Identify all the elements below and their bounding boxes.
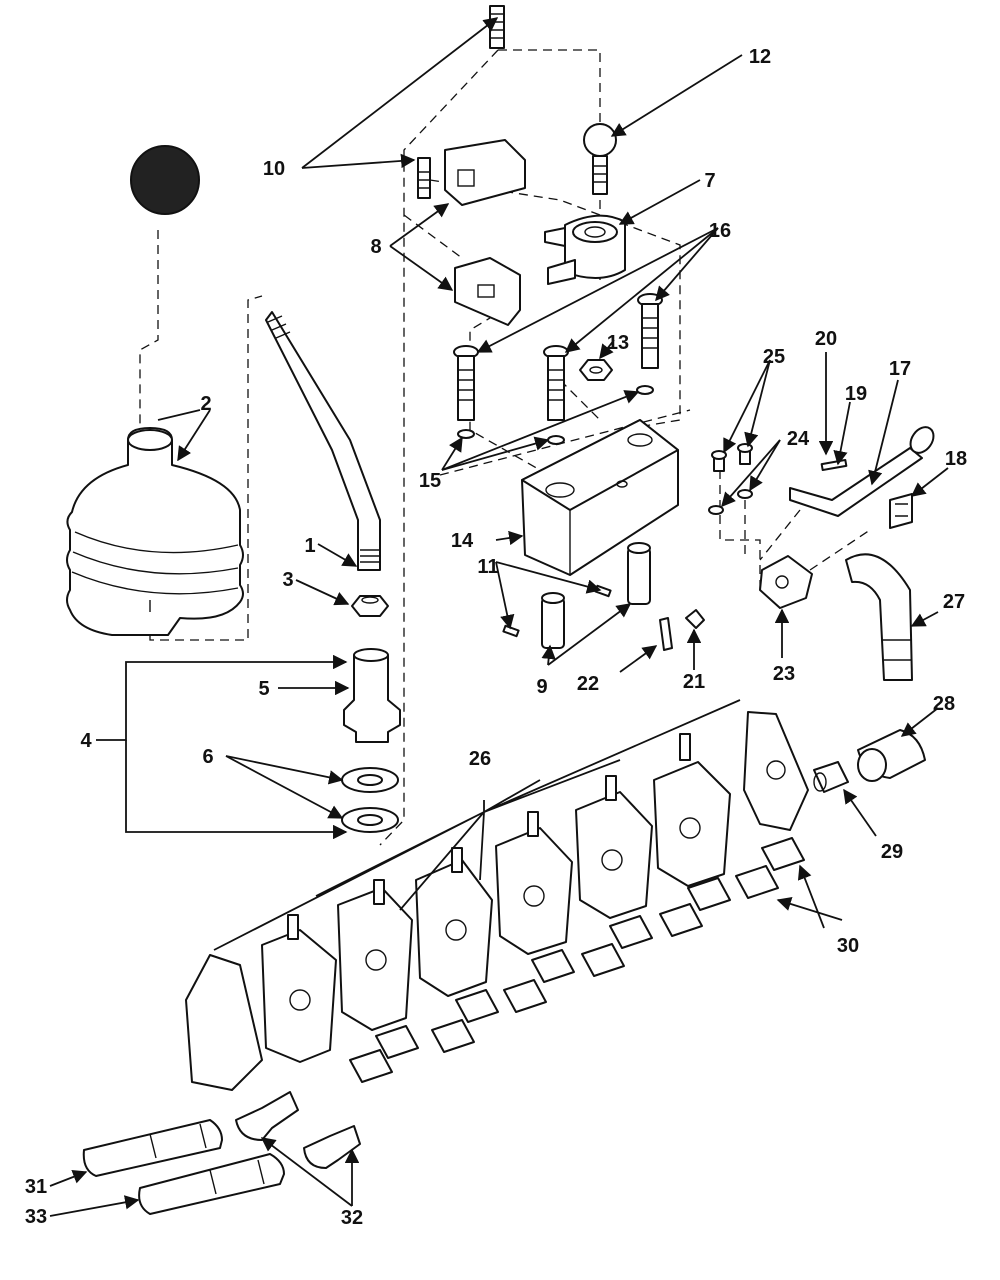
- callout-29: 29: [881, 841, 903, 863]
- callout-27: 27: [943, 591, 965, 613]
- elbows-32-part: [235, 1091, 361, 1169]
- bracket-23-part: [759, 555, 813, 609]
- link-21-part: [685, 609, 705, 629]
- hose-33-part: [138, 1153, 285, 1215]
- fitting-29-part: [813, 761, 849, 793]
- brackets-8-part: [444, 139, 526, 326]
- callout-20: 20: [815, 328, 837, 350]
- clip-22-part: [659, 617, 673, 651]
- callout-25: 25: [763, 346, 785, 368]
- callout-17: 17: [889, 358, 911, 380]
- control-knob: [130, 145, 200, 215]
- callout-5: 5: [258, 678, 269, 700]
- screws-25-part: [711, 443, 753, 472]
- callout-12: 12: [749, 46, 771, 68]
- pivot-block-7-part: [544, 214, 626, 285]
- bolts-16-part: [453, 293, 663, 421]
- rubber-boot-part: [66, 427, 244, 636]
- callout-13: 13: [607, 332, 629, 354]
- callout-16: 16: [709, 220, 731, 242]
- callout-4: 4: [80, 730, 92, 752]
- washers-24-part: [708, 489, 753, 515]
- washers-15-part: [457, 385, 654, 445]
- elbow-28-part: [857, 729, 926, 782]
- callout-33: 33: [25, 1206, 47, 1228]
- callout-3: 3: [282, 569, 293, 591]
- sleeves-9-part: [541, 542, 651, 649]
- callout-labels: 1 2 3 4 5 6 7 8 9 10 11 12 13 14 15 16 1…: [25, 46, 967, 1229]
- callout-1: 1: [304, 535, 315, 557]
- callout-15: 15: [419, 470, 441, 492]
- callout-2: 2: [200, 393, 211, 415]
- valve-bank-26-part: [185, 711, 809, 1091]
- callout-9: 9: [536, 676, 547, 698]
- callout-22: 22: [577, 673, 599, 695]
- clevis-18-part: [889, 493, 913, 529]
- ball-stud-12-part: [583, 123, 617, 195]
- callout-24: 24: [787, 428, 810, 450]
- callout-30: 30: [837, 935, 859, 957]
- jam-nut-part: [351, 595, 389, 617]
- callout-23: 23: [773, 663, 795, 685]
- threaded-tube-part: [343, 648, 401, 743]
- housing-14-part: [521, 419, 679, 576]
- callout-32: 32: [341, 1207, 363, 1229]
- callout-28: 28: [933, 693, 955, 715]
- callout-7: 7: [704, 170, 715, 192]
- hose-31-part: [82, 1119, 223, 1177]
- callout-leaders: [49, 17, 949, 1217]
- callout-6: 6: [202, 746, 213, 768]
- hose-27-part: [845, 553, 913, 681]
- callout-8: 8: [370, 236, 381, 258]
- control-lever-rod: [265, 311, 381, 571]
- handle-17-part: [789, 426, 935, 517]
- fittings-30-part: [349, 837, 805, 1083]
- callout-26: 26: [469, 748, 491, 770]
- screws-10-part: [417, 5, 505, 199]
- callout-21: 21: [683, 671, 705, 693]
- callout-18: 18: [945, 448, 967, 470]
- nut-13-part: [579, 359, 613, 381]
- callout-11: 11: [477, 556, 498, 578]
- callout-14: 14: [451, 530, 474, 552]
- callout-10: 10: [263, 158, 285, 180]
- washers-part: [341, 767, 399, 833]
- callout-19: 19: [845, 383, 867, 405]
- pin-19-part: [820, 458, 848, 472]
- callout-31: 31: [25, 1176, 47, 1198]
